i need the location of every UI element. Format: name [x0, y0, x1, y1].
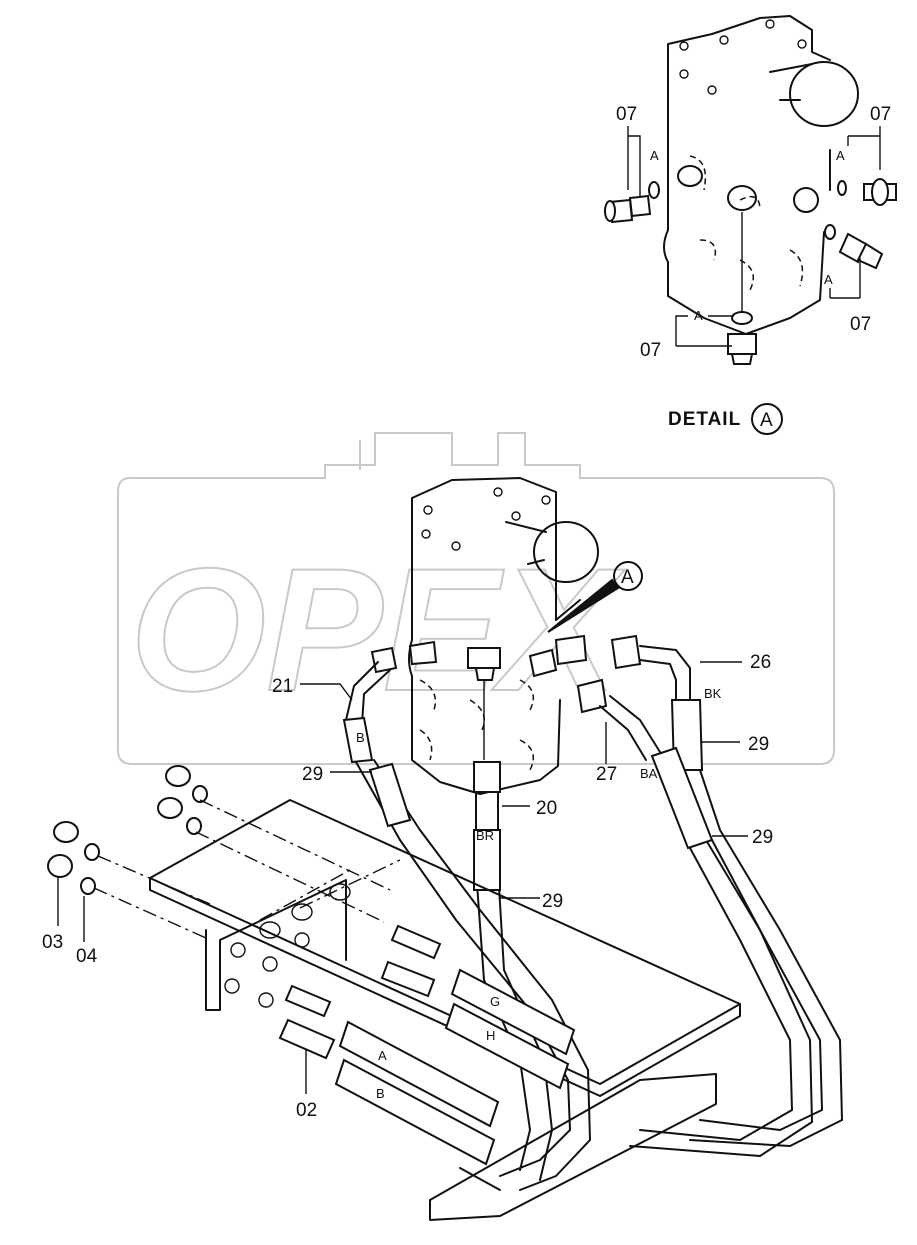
marker-b-left: B: [356, 730, 365, 745]
hose-markers: B BR BK BA G H A B: [356, 686, 722, 1101]
label-29-left: 29: [302, 764, 323, 785]
label-29-right-lower: 29: [752, 827, 773, 848]
mounting-plate: [149, 799, 741, 1097]
detail-letter: A: [760, 410, 773, 431]
label-21: 21: [272, 676, 293, 697]
label-07-bottom: 07: [640, 340, 661, 361]
callout-letter: A: [621, 567, 634, 588]
watermark-text: OPEX: [130, 533, 626, 728]
label-27: 27: [596, 764, 617, 785]
label-26: 26: [750, 652, 771, 673]
marker-ba: BA: [640, 766, 658, 781]
nuts-and-washers: [47, 765, 391, 942]
hose-end-connectors: [334, 968, 576, 1166]
label-29-right-upper: 29: [748, 734, 769, 755]
watermark-logo: OPEX: [117, 432, 835, 765]
port-letter-a-upper-right: A: [836, 148, 845, 163]
detail-title: DETAIL: [668, 409, 741, 430]
fitting-07-bottom-detail: [727, 333, 757, 365]
label-04: 04: [76, 946, 98, 967]
marker-h: H: [486, 1028, 495, 1043]
part-labels: 21 26 29 29 29 29 27 20 03 04 02: [42, 652, 773, 1121]
valve-block: [205, 879, 717, 1221]
marker-br: BR: [476, 828, 494, 843]
hose-27-29-right: [576, 678, 813, 1157]
marker-a: A: [378, 1048, 387, 1063]
port-letter-a-lower-right: A: [824, 272, 833, 287]
fitting-07-upper-right-detail: [863, 178, 897, 206]
port-letter-a-bottom: A: [694, 308, 703, 323]
fitting-07-lower-right-detail: [838, 232, 884, 270]
marker-bk: BK: [704, 686, 722, 701]
leader-lines: [300, 661, 748, 899]
port-letter-a-left: A: [650, 148, 659, 163]
label-20: 20: [536, 798, 557, 819]
label-07-upper-right: 07: [870, 104, 891, 125]
detail-a-view: 07 07 07 07 A A A A DETAIL A: [604, 15, 897, 435]
fittings-02: [278, 924, 442, 1094]
label-03: 03: [42, 932, 63, 953]
label-29-center: 29: [542, 891, 563, 912]
label-07-left: 07: [616, 104, 637, 125]
label-07-lower-right: 07: [850, 314, 871, 335]
marker-b: B: [376, 1086, 385, 1101]
marker-g: G: [490, 994, 500, 1009]
label-02: 02: [296, 1100, 317, 1121]
fitting-07-left-detail: [604, 194, 652, 224]
